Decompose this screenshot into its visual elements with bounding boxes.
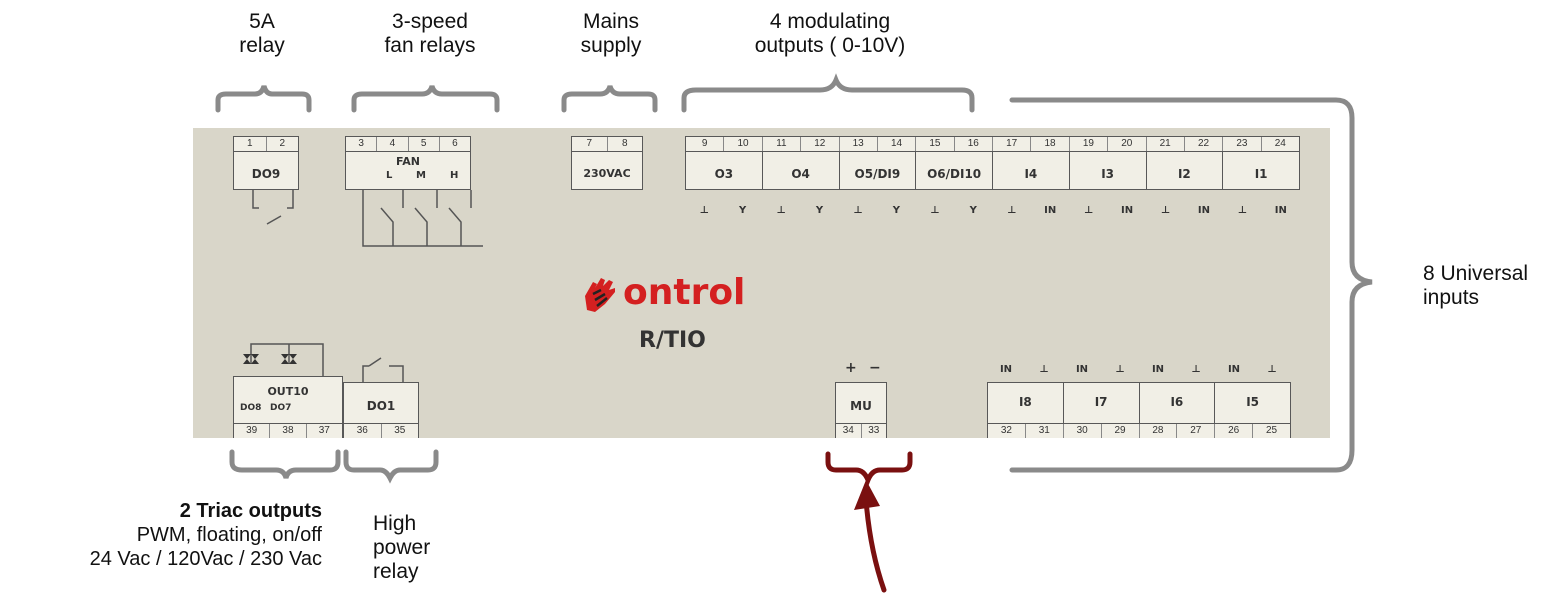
bracket-5a <box>215 85 312 113</box>
pin-label: ⊥ <box>1237 205 1247 216</box>
terminal-number: 11 <box>763 137 802 151</box>
terminal-number: 9 <box>686 137 725 151</box>
pin-label: IN <box>1075 364 1089 375</box>
terminal-number: 12 <box>801 137 840 151</box>
pin-label: Y <box>969 205 977 216</box>
label-triac-outputs: 2 Triac outputs PWM, floating, on/off 24… <box>89 500 322 570</box>
terminal-number: 16 <box>955 137 993 151</box>
terminal-number: 27 <box>1177 424 1216 438</box>
bracket-mu <box>825 451 913 487</box>
pin-label: IN <box>1274 205 1287 216</box>
terminal-number: 15 <box>916 137 955 151</box>
pin-label: ⊥ <box>1191 364 1201 375</box>
pin-label: ⊥ <box>1007 205 1017 216</box>
terminal-number: 26 <box>1215 424 1254 438</box>
logo-hand-icon <box>581 276 617 316</box>
terminal-number: 28 <box>1140 424 1178 438</box>
pin-label: ⊥ <box>699 205 709 216</box>
terminal-number: 13 <box>840 137 878 151</box>
mu-minus: − <box>869 360 881 376</box>
pin-label: Y <box>815 205 824 216</box>
pin-label: IN <box>999 364 1013 375</box>
terminal-number: 31 <box>1026 424 1064 438</box>
terminal-number: 24 <box>1274 138 1286 149</box>
bracket-highpower <box>343 449 439 484</box>
pin-label: ⊥ <box>776 205 786 216</box>
terminal-number: 10 <box>724 137 763 151</box>
pin-label: IN <box>1227 364 1241 375</box>
pin-label: Y <box>739 205 747 216</box>
pin-label: ⊥ <box>930 205 940 216</box>
bracket-fan <box>351 85 500 113</box>
bracket-triac <box>229 449 341 479</box>
pin-label: IN <box>1151 364 1165 375</box>
bottom-pin-labels: IN ⊥ IN ⊥ IN ⊥ IN ⊥ <box>987 364 1291 380</box>
terminal-number: 23 <box>1223 137 1262 151</box>
pin-label: IN <box>1120 205 1134 216</box>
arrow-mu-shaft <box>863 497 887 593</box>
pin-label: ⊥ <box>1267 364 1277 375</box>
pin-label: ⊥ <box>853 205 863 216</box>
model-name: R/TIO <box>639 328 706 353</box>
mu-plus: + <box>845 360 857 376</box>
pin-label: IN <box>1044 205 1057 216</box>
pin-label: ⊥ <box>1160 205 1171 216</box>
terminal-number: 30 <box>1064 424 1102 438</box>
bracket-universal <box>1009 97 1373 473</box>
terminal-number: 17 <box>993 137 1032 151</box>
terminal-number: 18 <box>1031 137 1070 151</box>
terminal-number: 19 <box>1070 137 1109 151</box>
arrow-mu-head <box>854 480 880 510</box>
terminal-number: 20 <box>1108 137 1147 151</box>
pin-label: ⊥ <box>1084 205 1094 216</box>
terminal-number: 25 <box>1266 425 1278 436</box>
terminal-number: 29 <box>1102 424 1140 438</box>
relay-symbols <box>243 190 483 382</box>
pin-label: Y <box>892 205 901 216</box>
pin-label: ⊥ <box>1039 364 1049 375</box>
bracket-mains <box>561 85 658 113</box>
terminal-number: 14 <box>878 137 917 151</box>
terminal-number: 32 <box>988 424 1026 438</box>
terminal-number: 21 <box>1147 137 1185 151</box>
bracket-modulating <box>681 73 975 113</box>
logo-brand: ontrol <box>623 272 746 313</box>
top-pin-labels: ⊥ Y ⊥ Y ⊥ Y ⊥ Y ⊥ IN ⊥ IN ⊥ IN ⊥ IN <box>685 205 1300 221</box>
pin-label: ⊥ <box>1115 364 1125 375</box>
terminal-number: 22 <box>1185 137 1224 151</box>
pin-label: IN <box>1197 205 1210 216</box>
